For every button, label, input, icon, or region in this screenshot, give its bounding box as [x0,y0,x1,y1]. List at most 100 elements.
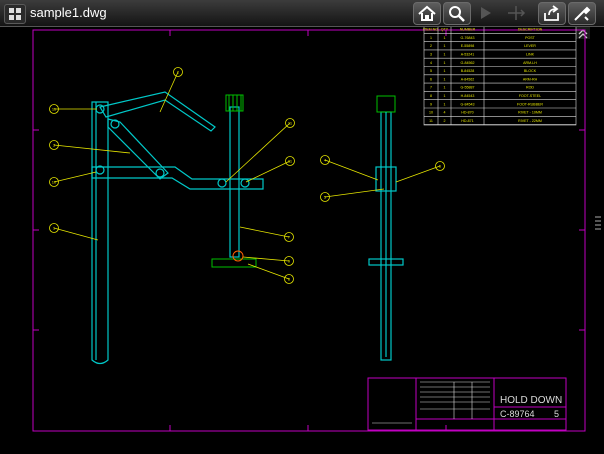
bom-cell: G-84543 [461,102,475,106]
foot-pivot [232,250,244,262]
bom-cell: FOOT-STEEL [519,94,541,98]
leader-line [53,144,131,154]
leader-line [247,263,290,280]
bom-cell: 1 [444,77,446,81]
bom-cell: B-84528 [461,69,475,73]
clamp-front-view [368,95,404,361]
bom-cell: 2 [430,44,432,48]
share-button[interactable] [538,2,566,25]
item-balloon [173,67,183,77]
top-toolbar: sample1.dwg [0,0,604,27]
item-balloon [285,156,295,166]
rod-part [229,106,240,258]
home-button[interactable] [413,2,441,25]
play-button[interactable] [473,2,499,23]
balloon-label: 10 [52,180,57,185]
grid-icon-cell [16,15,21,20]
leader-line [395,165,441,183]
bom-cell: 1 [430,36,432,40]
tools-button[interactable] [568,2,596,25]
leader-line [245,160,291,183]
bom-cell: 4 [444,111,446,115]
play-icon [481,7,491,19]
bom-cell: 10 [429,111,433,115]
bom-cell: 5 [430,69,432,73]
item-balloon [49,223,59,233]
zoom-button[interactable] [443,2,471,25]
bom-cell: 1 [444,61,446,65]
side-panel-grip[interactable] [592,214,604,232]
bom-cell: E-55898 [461,44,475,48]
bom-cell: RIVET - 22MM [518,119,542,123]
balloon-label: 5 [324,195,327,200]
item-balloon [49,140,59,150]
balloon-label: 2 [177,70,180,75]
bom-cell: G-76843 [461,36,475,40]
balloon-label: 11 [288,121,293,126]
bom-cell: 4 [430,61,432,65]
item-balloon [284,232,294,242]
bom-cell: A-84562 [461,77,475,81]
title-block: HOLD DOWN C-89764 5 [367,377,567,431]
move-icon [508,6,526,20]
leader-line [159,71,179,113]
balloon-label: 6 [439,164,442,169]
bom-cell: ROD [526,86,534,90]
drawing-revision: 5 [554,409,559,419]
bom-header-cell: NUMBER [460,28,476,32]
item-balloon [49,104,59,114]
item-balloon [49,177,59,187]
drawing-number: C-89764 [500,409,535,419]
bom-cell: ARM-LH [523,61,537,65]
grip-icon [595,216,601,230]
balloon-label: 11 [52,107,57,112]
item-balloon [284,256,294,266]
border-ticks [33,30,585,431]
bom-cell: 1 [444,44,446,48]
bom-cell: H-84543 [461,94,475,98]
foot-part [211,258,257,268]
bom-cell: 1 [444,86,446,90]
balloon-label: 7 [288,235,291,240]
balloon-label: 11 [288,159,293,164]
leader-line [225,122,291,183]
bom-cell: ARM-RH [523,77,538,81]
bom-cell: G-55887 [461,86,475,90]
drawing-title: HOLD DOWN [500,395,562,406]
leader-line [53,171,97,183]
leader-line [239,226,290,238]
leader-line [53,227,99,241]
arm-part [91,166,264,190]
post-part [91,101,109,365]
magnifier-icon [449,6,465,22]
balloon-label: 1 [53,226,56,231]
tools-icon [574,6,591,21]
balloon-label: 9 [288,259,291,264]
rivets [95,104,250,188]
bom-cell: RIVET - 10MM [518,111,542,115]
bom-cell: HD-870 [461,111,473,115]
lever-part [99,91,216,132]
front-knob [376,95,396,113]
move-button[interactable] [503,2,529,23]
item-balloon [435,161,445,171]
leader-line [324,159,379,181]
balloon-label: 8 [288,277,291,282]
bom-cell: 1 [444,36,446,40]
rod-knob [225,94,244,112]
bom-cell: 6 [430,77,432,81]
bom-cell: LINK [526,53,535,57]
sheet-border [32,29,586,432]
bom-cell: FOOT-RUBBER [517,102,543,106]
leader-line [324,188,385,198]
grid-menu-button[interactable] [4,4,26,24]
balloon-label: 3 [53,143,56,148]
bom-cell: 1 [444,69,446,73]
home-icon [418,5,436,21]
balloon-label: 4 [324,158,327,163]
bom-cell: 1 [444,53,446,57]
